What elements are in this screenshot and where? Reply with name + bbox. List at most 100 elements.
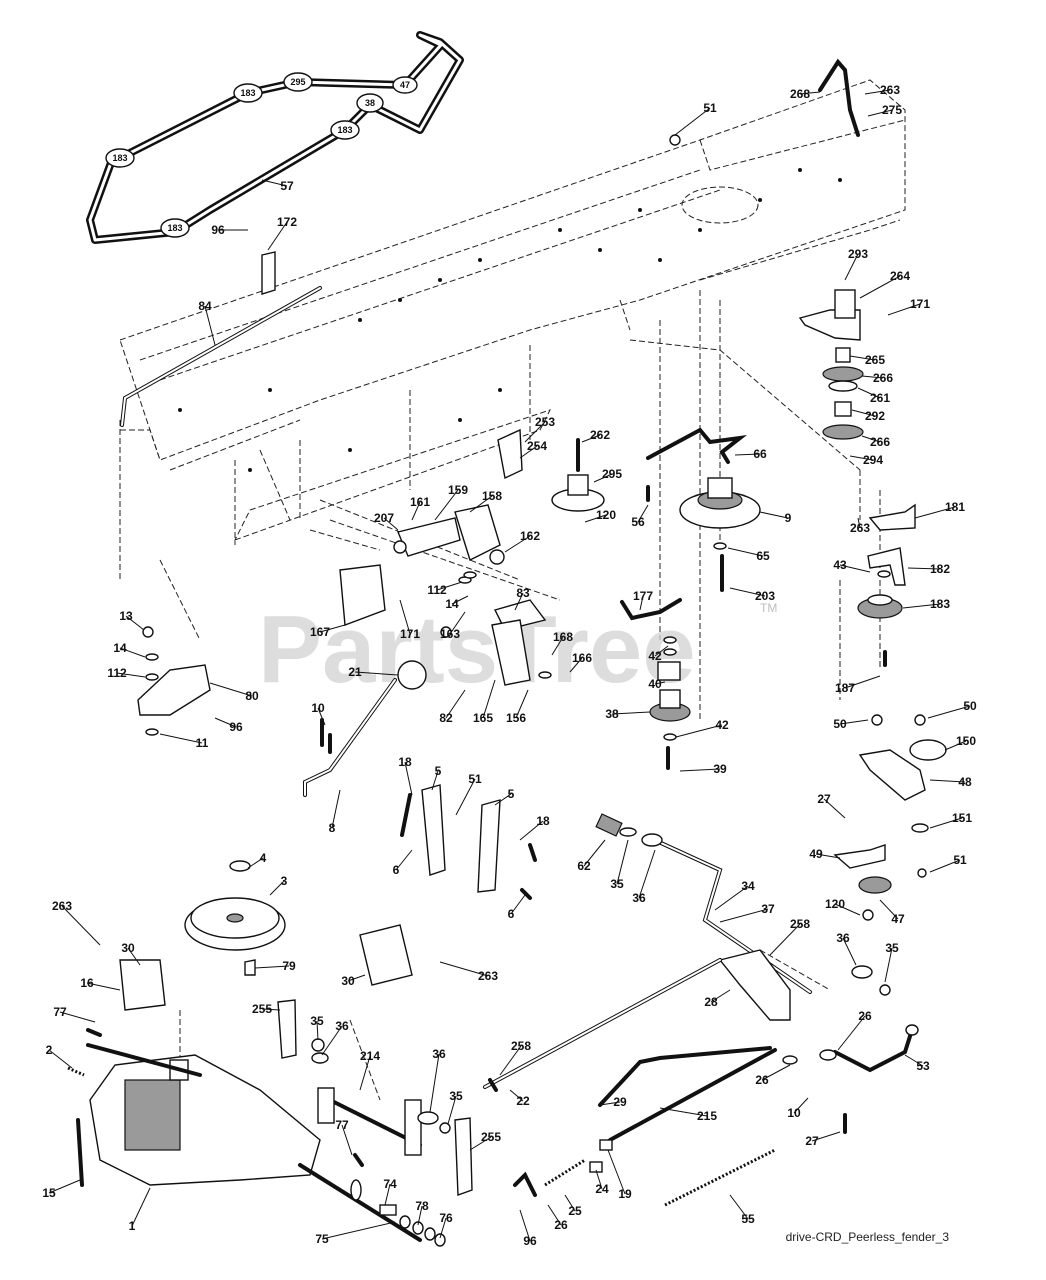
- callout-leader: [879, 899, 899, 920]
- callout-leaders: [48, 89, 971, 1242]
- callout-leader: [907, 567, 941, 570]
- callout-leader: [551, 636, 564, 656]
- callout-leader: [445, 689, 466, 719]
- part-callout-151: 151: [952, 811, 972, 825]
- callout-leader: [417, 1205, 423, 1226]
- callout-leader: [929, 859, 961, 873]
- callout-leader: [944, 740, 967, 751]
- callout-leader: [436, 581, 463, 591]
- part-callout-293: 293: [848, 247, 868, 261]
- callout-leader: [842, 937, 857, 966]
- callout-leader: [914, 506, 956, 519]
- part-callout-263: 263: [52, 899, 72, 913]
- part-handle-62: [595, 813, 623, 837]
- part-bracket-30-right: [359, 924, 413, 986]
- part-rod-177: [620, 598, 682, 621]
- part-callout-171: 171: [910, 297, 930, 311]
- callout-leader: [904, 1054, 924, 1067]
- callout-leader: [793, 1097, 809, 1114]
- callout-leader: [61, 905, 101, 946]
- callout-leader: [399, 599, 411, 635]
- callout-leader: [267, 221, 288, 251]
- callout-leader: [434, 489, 459, 521]
- part-callout-10: 10: [787, 1106, 801, 1120]
- part-spacer-265: [835, 347, 851, 363]
- callout-leader: [864, 89, 891, 95]
- part-callout-120: 120: [825, 897, 845, 911]
- callout-leader: [469, 495, 493, 513]
- callout-leader: [524, 421, 546, 443]
- callout-leader: [404, 761, 413, 796]
- part-callout-172: 172: [277, 215, 297, 229]
- part-callout-18: 18: [398, 755, 412, 769]
- callout-leader: [321, 1025, 343, 1056]
- part-callout-35: 35: [885, 941, 899, 955]
- callout-leader: [849, 455, 874, 461]
- part-arm-80: [137, 664, 211, 716]
- callout-leader: [510, 894, 526, 915]
- part-callout-5: 5: [508, 787, 515, 801]
- part-callout-268: 268: [790, 87, 810, 101]
- part-callout-261: 261: [870, 391, 890, 405]
- diagram-caption: drive-CRD_Peerless_fender_3: [786, 1230, 950, 1244]
- hardware: [86, 134, 929, 1247]
- part-callout-80: 80: [245, 689, 259, 703]
- part-knob-21: [397, 660, 427, 690]
- belt-pulley-183-mid: [330, 120, 360, 140]
- part-bracket-49: [833, 844, 886, 869]
- part-callout-76: 76: [439, 1211, 453, 1225]
- part-callout-6: 6: [508, 907, 515, 921]
- part-callout-295: 295: [602, 467, 622, 481]
- callout-leader: [616, 839, 629, 885]
- part-spring-66: [646, 427, 748, 464]
- part-callout-50: 50: [963, 699, 977, 713]
- part-key-79: [244, 959, 256, 976]
- part-hub-162: [489, 549, 505, 565]
- callout-leader: [159, 733, 203, 744]
- watermark: PartsTree TM: [258, 596, 777, 703]
- callout-leader: [861, 435, 881, 443]
- callout-leader: [811, 1131, 841, 1142]
- part-callout-292: 292: [865, 409, 885, 423]
- callout-leader: [119, 647, 146, 658]
- part-callout-264: 264: [890, 269, 910, 283]
- callout-leader: [204, 305, 216, 346]
- part-bracket-30-left: [119, 959, 166, 1011]
- part-callout-183: 183: [930, 597, 950, 611]
- callout-leader: [383, 517, 399, 531]
- callout-leader: [395, 849, 413, 871]
- part-spacer-292: [834, 401, 852, 417]
- part-bracket-264-top: [834, 289, 856, 319]
- part-callout-35: 35: [610, 877, 624, 891]
- callout-leader: [654, 681, 666, 685]
- callout-leader: [857, 387, 881, 399]
- callout-leader: [679, 768, 721, 772]
- callout-leader: [727, 547, 764, 557]
- belt-pulley-label: 47: [400, 80, 410, 90]
- part-callout-27: 27: [805, 1134, 819, 1148]
- frame-bolt-holes: [178, 168, 842, 472]
- part-callout-161: 161: [410, 495, 430, 509]
- part-callout-75: 75: [315, 1232, 329, 1246]
- callout-leader: [519, 1209, 531, 1242]
- part-bracket-167: [339, 564, 386, 626]
- part-pulley-150: [909, 739, 947, 761]
- part-callout-1: 1: [129, 1219, 136, 1233]
- part-callout-255: 255: [252, 1002, 272, 1016]
- parts: [67, 58, 947, 1247]
- part-callout-9: 9: [785, 511, 792, 525]
- callout-leader: [411, 501, 421, 521]
- part-callout-43: 43: [833, 558, 847, 572]
- callout-leader: [131, 1187, 151, 1227]
- callout-leader: [884, 947, 893, 983]
- part-callout-26: 26: [554, 1218, 568, 1232]
- part-bearing-261: [828, 380, 858, 392]
- callout-leader: [927, 705, 971, 719]
- callout-leader: [547, 1204, 562, 1226]
- part-bolt-13: [142, 626, 154, 638]
- belt-pulley-183-left: [105, 148, 135, 168]
- part-pulley-266-top: [822, 366, 864, 382]
- part-callout-42: 42: [648, 649, 662, 663]
- part-callout-2: 2: [46, 1043, 53, 1057]
